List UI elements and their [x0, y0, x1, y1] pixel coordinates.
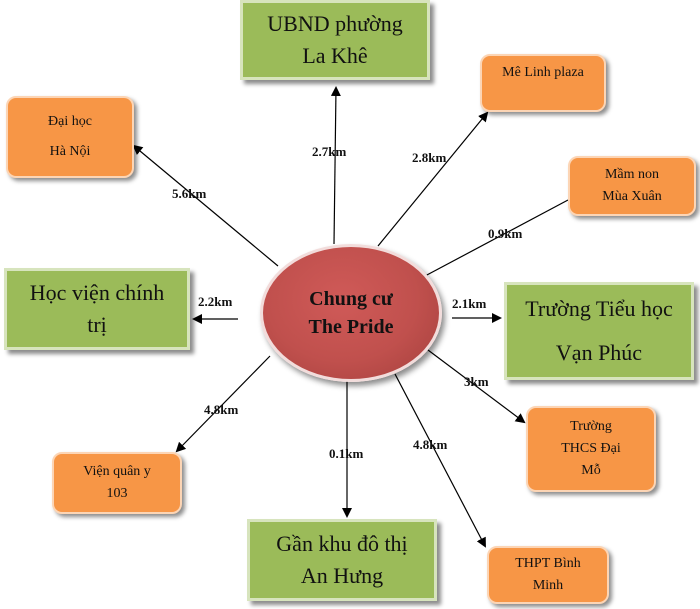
node-mam-non-line1: Mầm non [604, 167, 660, 182]
distance-khu-do-thi: 0.1km [329, 446, 364, 461]
node-truong-th: Trường Tiểu học Vạn Phúc [504, 282, 694, 380]
distance-me-linh: 2.8km [412, 150, 447, 165]
node-thpt-line1: THPT Bình [515, 556, 581, 571]
node-truong-th-line1: Trường Tiểu học [525, 296, 673, 321]
node-khu-do-thi-line1: Gần khu đô thị [276, 531, 408, 556]
line-to-mam-non [424, 199, 569, 277]
center-label-line1: Chung cư [309, 288, 393, 310]
node-khu-do-thi: Gần khu đô thị An Hưng [247, 519, 437, 601]
node-me-linh: Mê Linh plaza [480, 54, 606, 112]
arrow-to-thpt [394, 373, 486, 548]
arrow-to-vien-qy [175, 355, 271, 453]
node-vien-qy-line1: Viện quân y [83, 464, 151, 479]
distance-vien-qy: 4.8km [204, 402, 239, 417]
node-ubnd-line1: UBND phường [267, 11, 403, 36]
node-thpt-line2: Minh [532, 578, 564, 593]
node-dai-hoc: Đại học Hà Nội [6, 96, 134, 178]
distance-thcs: 3km [464, 374, 489, 389]
node-thcs-line3: Mỗ [581, 463, 601, 478]
distance-mam-non: 0.9km [488, 226, 523, 241]
node-thcs-line2: THCS Đại [561, 441, 621, 456]
node-mam-non-line2: Mùa Xuân [602, 189, 662, 204]
distance-dai-hoc: 5.6km [172, 186, 207, 201]
center-node: Chung cư The Pride [260, 244, 442, 382]
node-dai-hoc-line2: Hà Nội [49, 144, 91, 159]
node-vien-qy: Viện quân y 103 [52, 452, 182, 514]
node-vien-qy-line2: 103 [106, 486, 128, 501]
node-ubnd-line2: La Khê [302, 43, 368, 68]
arrow-to-dai-hoc [132, 144, 279, 267]
distance-ubnd: 2.7km [312, 144, 347, 159]
node-hoc-vien-line1: Học viện chính [29, 280, 165, 305]
node-mam-non: Mầm non Mùa Xuân [568, 156, 696, 216]
node-khu-do-thi-line2: An Hưng [300, 563, 384, 588]
distance-thpt: 4.8km [413, 437, 448, 452]
node-hoc-vien: Học viện chính trị [4, 268, 190, 350]
node-ubnd: UBND phường La Khê [240, 0, 430, 80]
node-thpt: THPT Bình Minh [487, 546, 609, 604]
node-truong-th-line2: Vạn Phúc [555, 340, 643, 365]
arrow-to-ubnd [330, 86, 341, 245]
distance-hoc-vien: 2.2km [198, 294, 233, 309]
node-me-linh-line1: Mê Linh plaza [502, 65, 584, 80]
node-thcs: Trường THCS Đại Mỗ [526, 406, 656, 492]
arrow-to-me-linh [377, 111, 489, 247]
node-hoc-vien-line2: trị [87, 312, 107, 337]
arrow-to-thcs [427, 349, 526, 424]
node-thcs-line1: Trường [570, 419, 612, 434]
distance-truong-th: 2.1km [452, 296, 487, 311]
node-dai-hoc-line1: Đại học [48, 114, 92, 129]
center-label-line2: The Pride [308, 316, 394, 338]
